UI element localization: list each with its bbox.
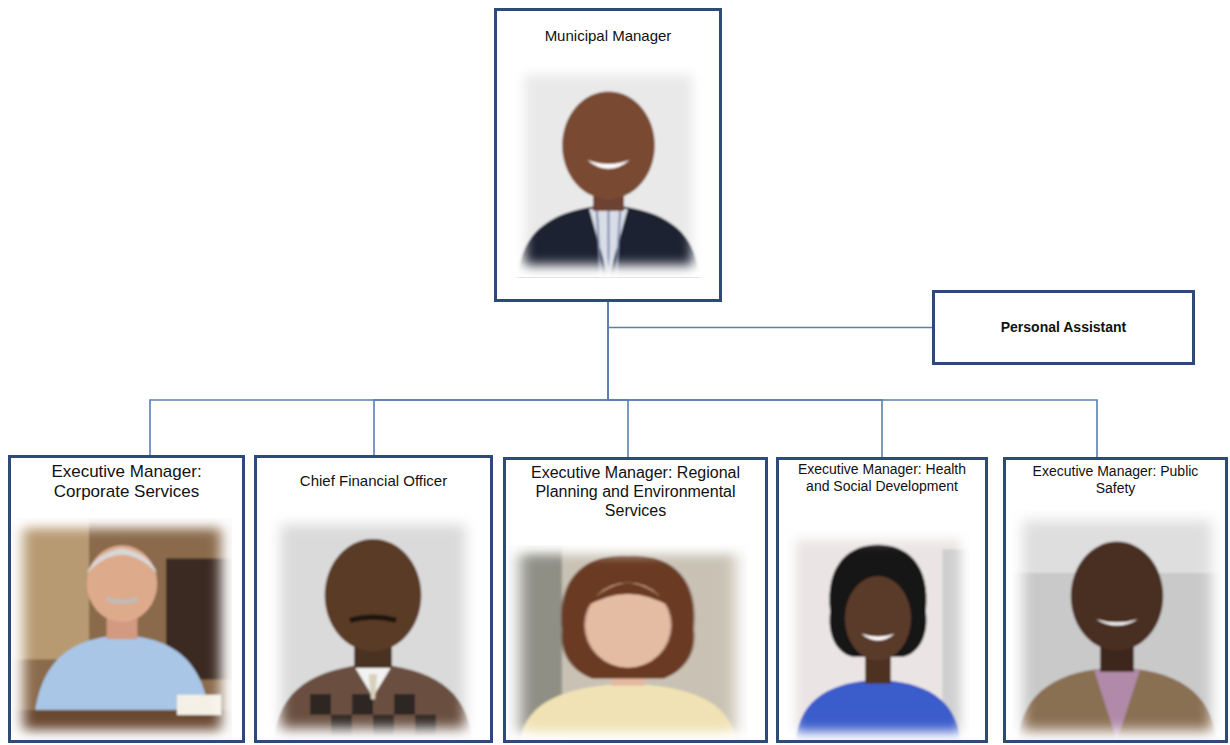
- assistant-box: Personal Assistant: [932, 290, 1195, 365]
- position-box: Executive Manager: Health and Social Dev…: [776, 457, 988, 743]
- org-connector: [374, 302, 608, 455]
- position-title: Municipal Manager: [545, 27, 672, 45]
- org-connector: [150, 302, 608, 455]
- portrait: [786, 530, 970, 741]
- position-title: Executive Manager: Regional Planning and…: [512, 463, 759, 521]
- position-box: Chief Financial Officer: [254, 455, 493, 743]
- position-box: Municipal Manager: [494, 8, 722, 302]
- position-box: Executive Manager: Corporate Services: [8, 455, 245, 743]
- org-connector: [608, 302, 932, 328]
- portrait: [1012, 510, 1222, 741]
- position-title: Personal Assistant: [1001, 319, 1127, 336]
- position-box: Executive Manager: Regional Planning and…: [503, 457, 768, 743]
- portrait: [508, 545, 748, 741]
- portrait: [268, 512, 478, 741]
- position-title: Executive Manager: Health and Social Dev…: [785, 461, 979, 495]
- portrait: [512, 62, 705, 278]
- portrait: [12, 518, 232, 740]
- position-box: Executive Manager: Public Safety: [1003, 457, 1228, 743]
- position-title: Executive Manager: Public Safety: [1012, 463, 1219, 497]
- org-connector: [608, 302, 882, 457]
- position-title: Executive Manager: Corporate Services: [17, 462, 236, 503]
- position-title: Chief Financial Officer: [300, 472, 447, 490]
- org-connector: [608, 302, 628, 457]
